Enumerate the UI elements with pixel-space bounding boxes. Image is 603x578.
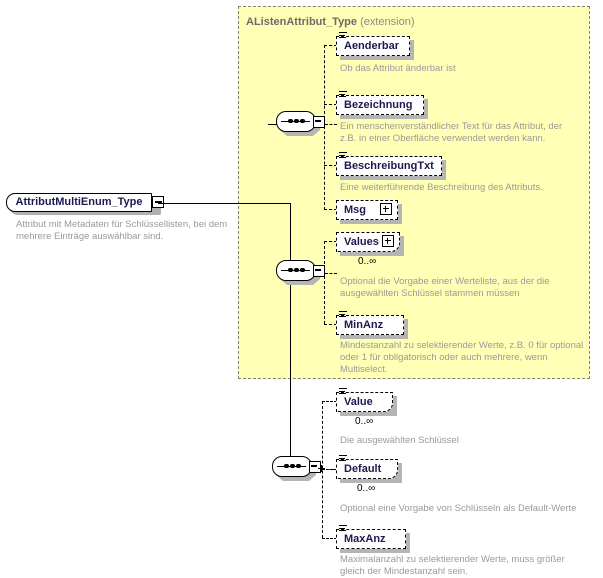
element-box-msg[interactable]: Msg — [336, 200, 402, 224]
element-box-body — [336, 36, 410, 56]
element-lines-icon — [339, 525, 347, 533]
connector-root-horizontal — [158, 202, 291, 204]
element-box-body — [336, 95, 424, 115]
sequence-dot-3 — [300, 118, 305, 124]
element-documentation-bezeichnung: Ein menschenverständlicher Text für das … — [340, 121, 563, 144]
plus-icon[interactable] — [380, 203, 392, 215]
connector-seq2-to-minanz — [324, 324, 337, 325]
sequence-node-3[interactable] — [272, 456, 321, 482]
connector-seq3-to-value — [322, 401, 337, 402]
cardinality-values: 0..∞ — [358, 256, 377, 267]
sequence-dot-1 — [284, 463, 289, 469]
connector-seq3-to-maxanz — [322, 538, 337, 539]
element-box-body — [336, 529, 406, 549]
connector-seq1-out — [325, 123, 337, 125]
connector-main-trunk — [290, 202, 292, 471]
junction-plus-icon — [318, 465, 325, 472]
element-label: Default — [344, 463, 382, 475]
element-box-bezeichnung[interactable]: Bezeichnung — [336, 91, 428, 119]
element-label: MaxAnz — [344, 533, 386, 545]
plus-icon[interactable] — [382, 235, 394, 247]
element-box-maxanz[interactable]: MaxAnz — [336, 525, 410, 553]
element-box-body — [336, 315, 404, 335]
element-lines-icon — [339, 91, 347, 99]
element-box-beschreibungtxt[interactable]: BeschreibungTxt — [336, 152, 446, 180]
connector-seq2-out — [325, 272, 337, 274]
element-label: Msg — [344, 204, 366, 216]
element-documentation-default: Optional eine Vorgabe von Schlüsseln als… — [340, 503, 577, 514]
element-documentation-maxanz: Maximalanzahl zu selektierender Werte, m… — [340, 554, 565, 577]
element-lines-icon — [339, 455, 347, 463]
minus-icon[interactable] — [309, 460, 321, 473]
minus-icon[interactable] — [152, 196, 164, 208]
element-box-aenderbar[interactable]: Aenderbar — [336, 32, 414, 60]
root-type-label: AttributMultiEnum_Type — [15, 196, 143, 208]
cardinality-value: 0..∞ — [355, 416, 374, 427]
sequence-node-2[interactable] — [276, 260, 325, 286]
connector-seq1-to-aenderbar — [324, 45, 337, 46]
element-box-default[interactable]: Default — [336, 455, 402, 483]
element-label: Value — [344, 396, 373, 408]
element-box-body — [336, 156, 442, 176]
sequence-dot-1 — [288, 267, 293, 273]
bus-seq1-vertical — [324, 45, 325, 210]
sequence-dot-3 — [300, 267, 305, 273]
element-documentation-value: Die ausgewählten Schlüssel — [340, 435, 459, 446]
connector-seq1-to-bezeichnung — [324, 104, 337, 105]
root-type-documentation: Attribut mit Metadaten für Schlüssellist… — [16, 219, 228, 242]
element-documentation-beschreibungtxt: Eine weiterführende Beschreibung des Att… — [340, 182, 543, 193]
sequence-dot-1 — [288, 118, 293, 124]
cardinality-default: 0..∞ — [357, 483, 376, 494]
sequence-node-1[interactable] — [276, 111, 325, 137]
sequence-dot-2 — [294, 118, 299, 124]
element-box-value[interactable]: Value — [336, 388, 397, 416]
connector-seq2-to-values — [324, 241, 337, 242]
sequence-dot-2 — [294, 267, 299, 273]
extension-base-type-label: AListenAttribut_Type (extension) — [246, 16, 415, 28]
sequence-dot-3 — [296, 463, 301, 469]
element-label: Bezeichnung — [344, 99, 413, 111]
element-label: Aenderbar — [344, 40, 400, 52]
element-documentation-values: Optional die Vorgabe einer Werteliste, a… — [340, 276, 550, 299]
element-box-body — [336, 392, 393, 412]
element-lines-icon — [339, 152, 347, 160]
element-lines-icon — [339, 311, 347, 319]
element-label: MinAnz — [344, 319, 384, 331]
element-box-minanz[interactable]: MinAnz — [336, 311, 408, 339]
extension-group-panel — [238, 6, 590, 379]
element-box-body — [336, 459, 398, 479]
element-box-values[interactable]: Values — [336, 232, 404, 256]
extension-kind-label: (extension) — [360, 16, 415, 28]
element-lines-icon — [339, 32, 347, 40]
element-documentation-minanz: Mindestanzahl zu selektierender Werte, z… — [340, 340, 584, 375]
element-lines-icon — [339, 388, 347, 396]
extension-base-type-name: AListenAttribut_Type — [246, 16, 358, 28]
connector-seq1-to-beschreibungtxt — [324, 165, 337, 166]
connector-seq1-to-msg — [324, 209, 337, 210]
bus-seq3-vertical — [322, 401, 323, 538]
sequence-dot-2 — [290, 463, 295, 469]
connector-sequence-1-stub — [268, 123, 280, 125]
root-type-box[interactable]: AttributMultiEnum_Type — [6, 193, 164, 215]
element-label: Values — [344, 236, 379, 248]
bus-seq2-vertical — [324, 241, 325, 324]
element-documentation-aenderbar: Ob das Attribut änderbar ist — [340, 63, 456, 74]
connector-seq3-to-default — [322, 468, 337, 470]
element-label: BeschreibungTxt — [344, 160, 434, 172]
root-type-box-body — [6, 193, 152, 212]
